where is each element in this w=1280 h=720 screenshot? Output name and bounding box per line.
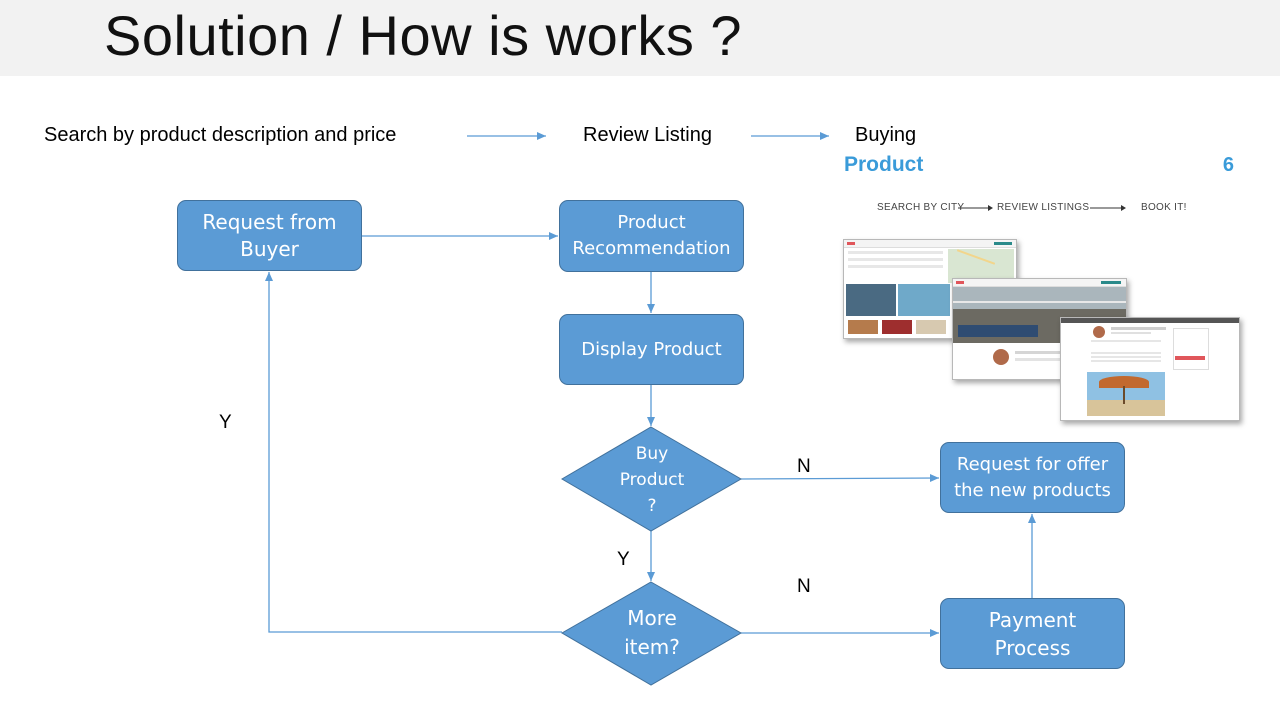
mockup-heading: Product (844, 153, 924, 176)
node-request-from-buyer-line1: Request from (202, 209, 337, 234)
decision-more-item (561, 581, 743, 686)
node-display-product: Display Product (559, 314, 744, 385)
arrow-more-yes-to-request (265, 272, 562, 633)
mockup-step-3: BOOK IT! (1141, 202, 1187, 213)
mockup-step-1: SEARCH BY CITY (877, 202, 965, 213)
decision-buy-product-line3: ? (647, 496, 657, 516)
node-product-recommendation-line2: Recommendation (572, 238, 731, 259)
edge-label-more-yes: Y (219, 412, 232, 433)
flow-step-buying: Buying (855, 124, 917, 146)
arrow-buy-no-to-offer (740, 474, 940, 483)
node-request-offer: Request for offer the new products (940, 442, 1125, 513)
edge-label-buy-no: N (797, 456, 811, 477)
mockup-slide-number: 6 (1222, 154, 1234, 176)
decision-buy-product-text: Buy Product ? (592, 441, 712, 519)
mockup-screen-booking (1060, 317, 1240, 421)
edge-label-more-no: N (797, 576, 811, 597)
title-band (0, 0, 1280, 76)
mockup-step-arrows (958, 205, 1126, 211)
decision-more-item-text: More item? (592, 604, 712, 662)
node-product-recommendation-line1: Product (617, 212, 686, 233)
node-payment-process-line1: Payment (988, 607, 1077, 632)
decision-buy-product-line2: Product (619, 470, 685, 490)
flow-step-search: Search by product description and price (44, 124, 397, 146)
mockup-step-2: REVIEW LISTINGS (997, 202, 1090, 213)
node-request-offer-line1: Request for offer (956, 453, 1109, 475)
node-payment-process-line2: Process (994, 635, 1071, 660)
node-request-offer-line2: the new products (954, 479, 1111, 501)
decision-more-item-line2: item? (624, 635, 680, 659)
page-title: Solution / How is works ? (104, 4, 743, 67)
decision-buy-product-line1: Buy (635, 444, 669, 464)
flow-step-review: Review Listing (583, 124, 712, 146)
decision-more-item-line1: More (627, 606, 677, 630)
edge-label-buy-yes: Y (617, 549, 630, 570)
node-display-product-label: Display Product (581, 339, 722, 360)
node-request-from-buyer-line2: Buyer (240, 236, 299, 261)
product-mockup-image: Product 6 SEARCH BY CITY REVIEW LISTINGS… (838, 150, 1240, 422)
decision-buy-product (561, 426, 742, 532)
